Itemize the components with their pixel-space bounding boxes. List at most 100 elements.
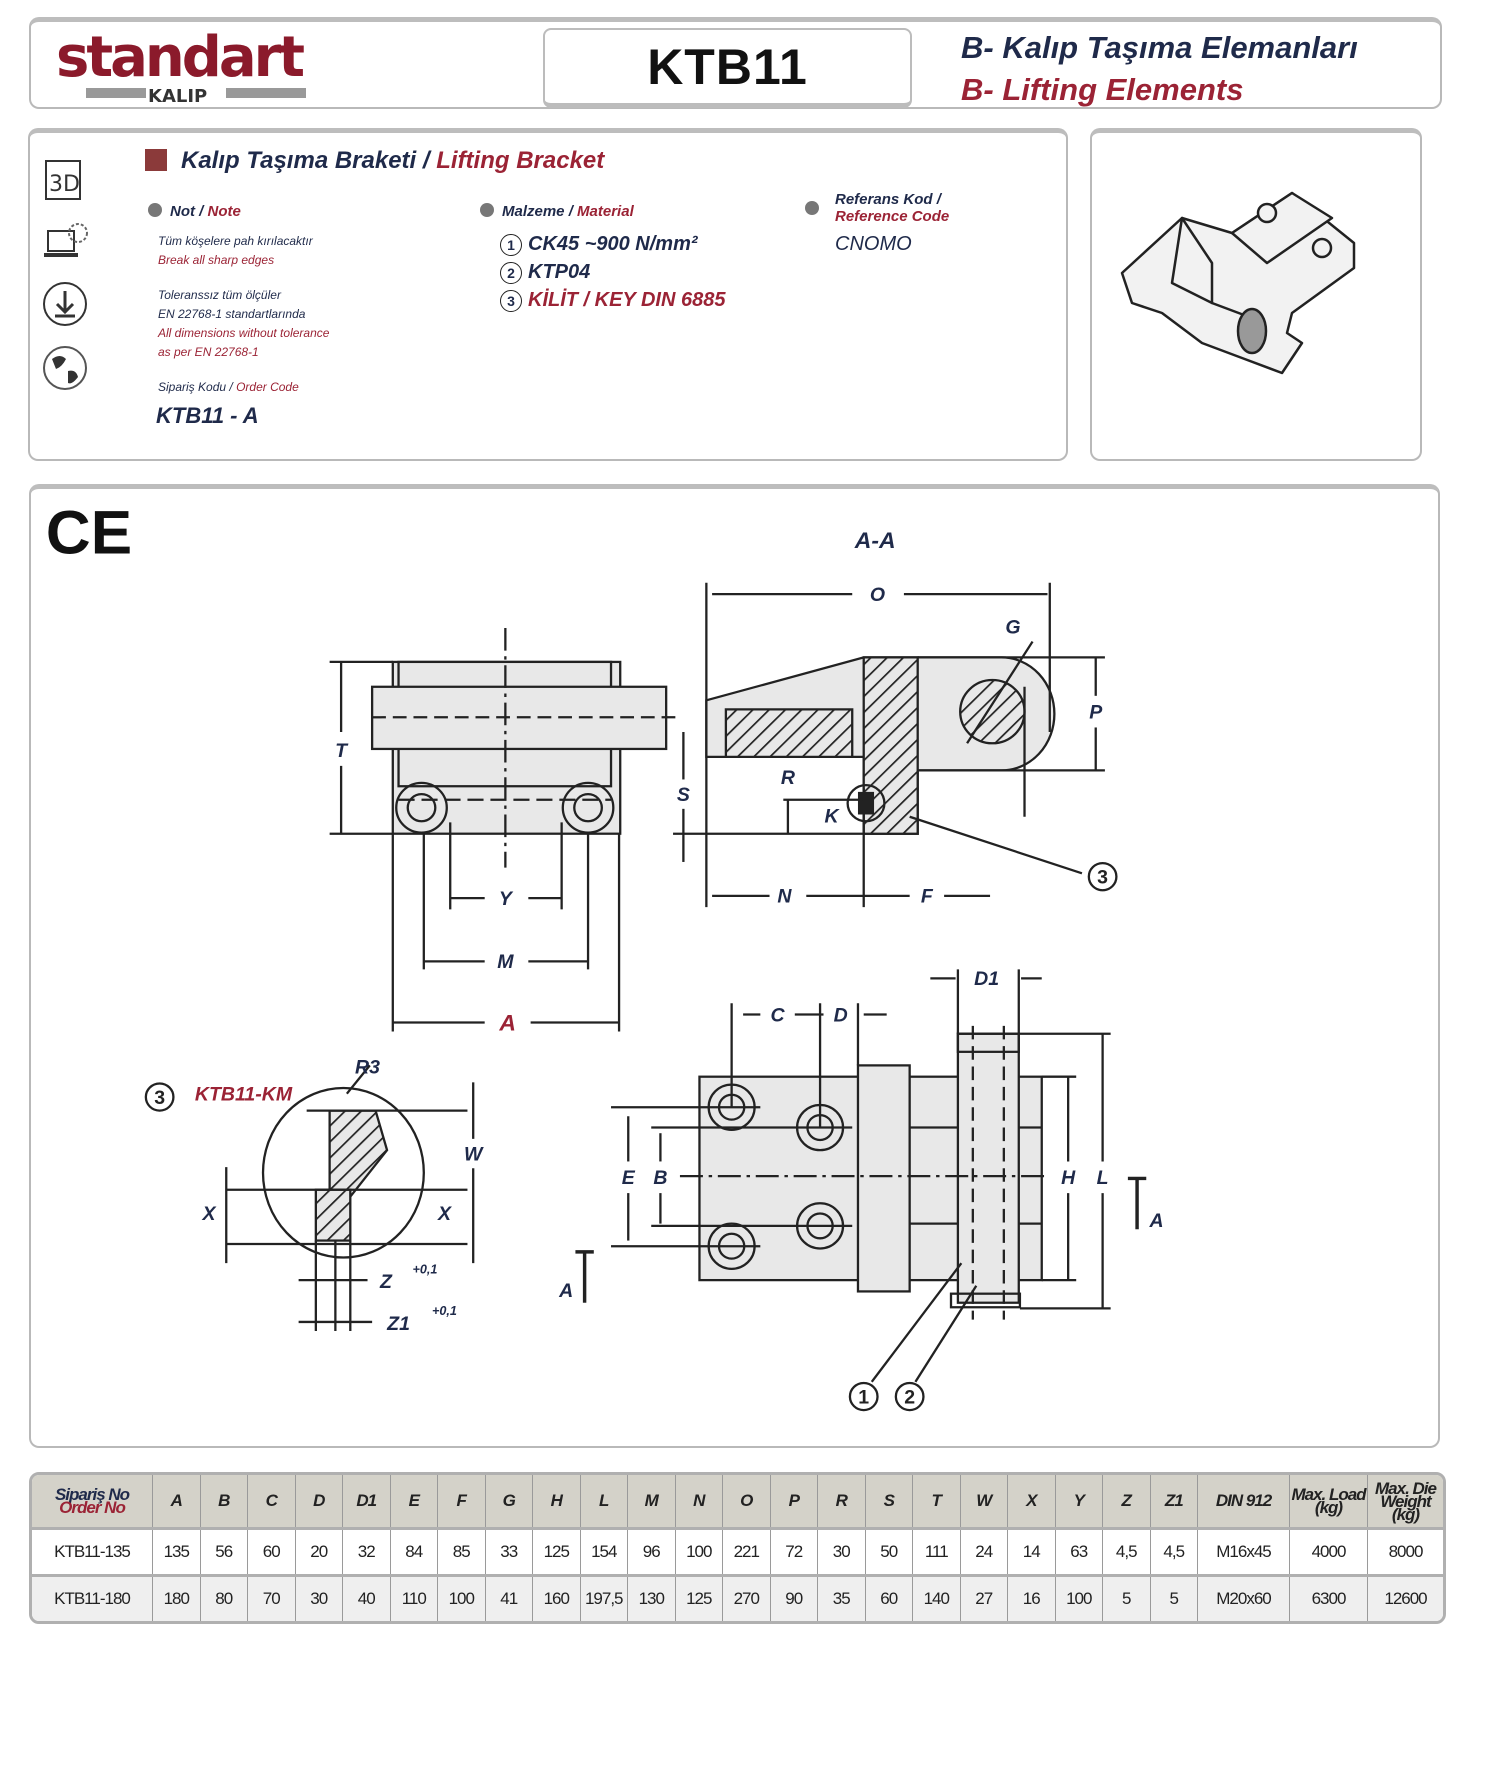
dim-Z1: Z1 [386, 1313, 410, 1335]
cell-G: 33 [486, 1530, 533, 1574]
section-view [673, 582, 1105, 908]
svg-text:KALIP: KALIP [148, 86, 207, 106]
download-icon[interactable] [40, 279, 90, 329]
dim-N: N [777, 886, 792, 908]
cell-P: 72 [771, 1530, 818, 1574]
cell-G: 41 [486, 1577, 533, 1621]
cell-B: 80 [201, 1577, 248, 1621]
globe-icon[interactable] [40, 343, 90, 393]
cell-A: 180 [153, 1577, 201, 1621]
cell-S: 60 [866, 1577, 913, 1621]
cell-A: 135 [153, 1530, 201, 1574]
callout-1-num: 1 [858, 1386, 869, 1408]
col-header: M [628, 1475, 676, 1527]
cell-L: 197,5 [581, 1577, 628, 1621]
cell-T: 111 [913, 1530, 961, 1574]
laptop-icon[interactable] [40, 217, 90, 265]
col-header: Y [1056, 1475, 1103, 1527]
dim-A: A [498, 1010, 516, 1036]
cell-C: 60 [248, 1530, 296, 1574]
cell-max-load: 6300 [1290, 1577, 1368, 1621]
top-view [575, 969, 1147, 1383]
header-panel: standart KALIP KTB11 B- Kalıp Taşıma Ele… [29, 17, 1442, 109]
cell-O: 221 [723, 1530, 771, 1574]
dim-Z-tolerance: +0,1 [413, 1262, 438, 1276]
cell-M: 96 [628, 1530, 676, 1574]
cell-max-die-weight: 8000 [1388, 1542, 1424, 1561]
cell-D1: 40 [343, 1577, 391, 1621]
col-header: E [391, 1475, 438, 1527]
callout-1 [848, 1381, 879, 1412]
cell-order-no: KTB11-135 [32, 1530, 153, 1574]
info-panel: 3D Kalıp Taşıma Braketi / Lifting Bracke… [28, 128, 1068, 461]
col-header-din: DIN 912 [1198, 1475, 1290, 1527]
dim-C: C [771, 1004, 786, 1026]
note-lines: Tüm köşelere pah kırılacaktır Break all … [158, 234, 330, 359]
dim-D1: D1 [974, 968, 999, 990]
callout-3-detail [144, 1082, 175, 1112]
dim-L: L [1097, 1167, 1109, 1189]
side-icons: 3D [40, 155, 100, 407]
cell-H: 125 [533, 1530, 581, 1574]
dim-T: T [335, 740, 349, 762]
col-header: N [676, 1475, 723, 1527]
dim-B: B [653, 1167, 667, 1189]
dim-D: D [834, 1004, 848, 1026]
cell-N: 125 [676, 1577, 723, 1621]
note-section: Not / Note Tüm köşelere pah kırılacaktır… [148, 203, 428, 429]
cell-Z: 5 [1103, 1577, 1151, 1621]
cell-P: 90 [771, 1577, 818, 1621]
dim-W: W [464, 1143, 484, 1165]
col-header-max-die-weight: Max. Die Weight (kg) [1375, 1478, 1437, 1524]
cell-N: 100 [676, 1530, 723, 1574]
category-title-en: B- Lifting Elements [961, 72, 1244, 107]
3d-icon[interactable]: 3D [40, 155, 90, 203]
key-part-code: KTB11-KM [195, 1084, 293, 1106]
callout-3-num: 3 [1097, 867, 1108, 889]
product-code: KTB11 [543, 28, 912, 108]
product-image-panel [1090, 128, 1422, 461]
col-header-max-load: Max. Load (kg) [1290, 1475, 1368, 1527]
dim-H: H [1061, 1167, 1076, 1189]
cell-D1: 32 [343, 1530, 391, 1574]
cell-Y: 100 [1056, 1577, 1103, 1621]
front-view [329, 628, 680, 1032]
col-header: B [201, 1475, 248, 1527]
cell-din: M20x60 [1198, 1577, 1290, 1621]
dim-E: E [622, 1167, 636, 1189]
cell-D: 30 [296, 1577, 343, 1621]
title-square-icon [145, 149, 167, 171]
col-header: X [1008, 1475, 1056, 1527]
category-title-tr: B- Kalıp Taşıma Elemanları [961, 30, 1358, 65]
cell-B: 56 [201, 1530, 248, 1574]
col-header: D [296, 1475, 343, 1527]
cell-W: 27 [961, 1577, 1008, 1621]
dim-R: R [781, 767, 795, 789]
col-header: Z1 [1151, 1475, 1198, 1527]
bullet-icon [480, 203, 494, 217]
cell-S: 50 [866, 1530, 913, 1574]
col-header: G [486, 1475, 533, 1527]
svg-text:standart: standart [56, 26, 304, 90]
col-header: R [818, 1475, 866, 1527]
dim-P: P [1089, 702, 1102, 724]
dim-K: K [825, 806, 841, 828]
cell-H: 160 [533, 1577, 581, 1621]
col-header: A [153, 1475, 201, 1527]
cell-R: 30 [818, 1530, 866, 1574]
cell-O: 270 [723, 1577, 771, 1621]
reference-section: Referans Kod / Reference Code CNOMO [805, 191, 1005, 256]
dim-X-right: X [437, 1203, 452, 1225]
cell-max-load: 4000 [1290, 1530, 1368, 1574]
col-header: D1 [343, 1475, 391, 1527]
brand-logo: standart KALIP [56, 25, 356, 107]
order-code-label: Sipariş Kodu / Order Code [158, 380, 299, 394]
cell-Z: 4,5 [1103, 1530, 1151, 1574]
cell-D: 20 [296, 1530, 343, 1574]
